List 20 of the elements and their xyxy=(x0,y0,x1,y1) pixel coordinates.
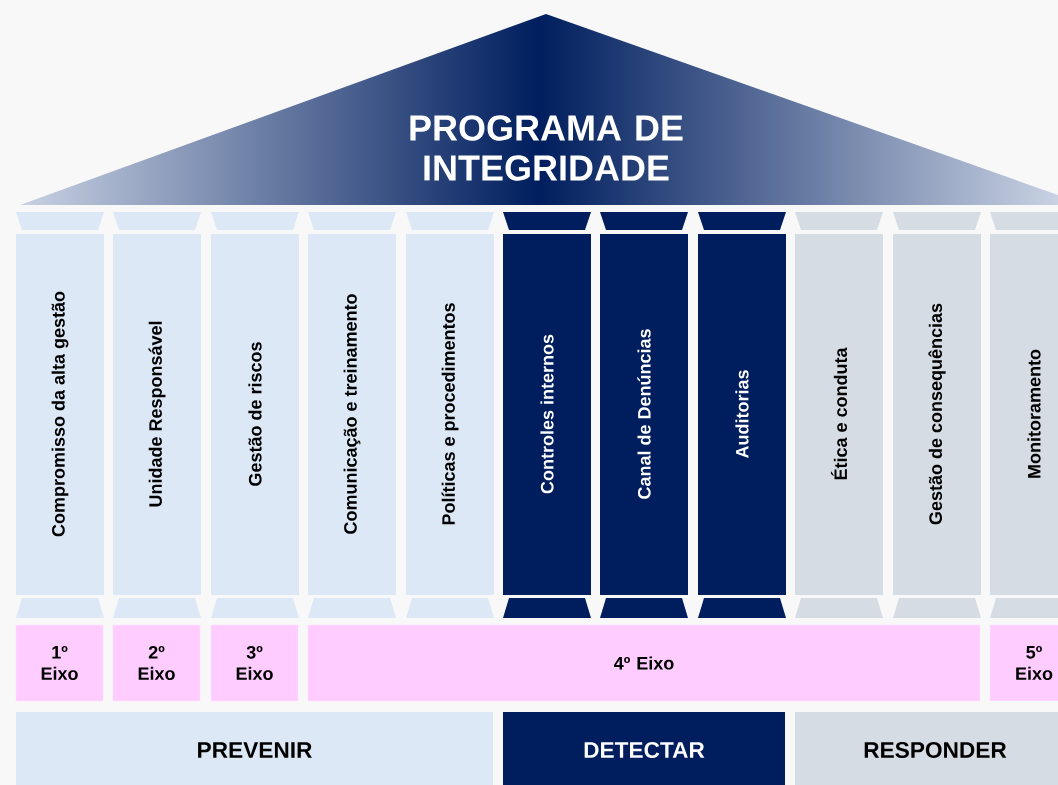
column: Comunicação e treinamento xyxy=(308,212,396,618)
column: Gestão de riscos xyxy=(211,212,299,618)
column: Unidade Responsável xyxy=(113,212,201,618)
column: Monitoramento xyxy=(990,212,1058,618)
column: Auditorias xyxy=(698,212,786,618)
stage-bar: PREVENIR xyxy=(16,712,493,785)
column: Ética e conduta xyxy=(795,212,883,618)
axis-box: 4º Eixo xyxy=(307,624,981,702)
column: Canal de Denúncias xyxy=(600,212,688,618)
column: Políticas e procedimentos xyxy=(406,212,494,618)
axis-box: 2º Eixo xyxy=(112,624,201,702)
stage-bar: DETECTAR xyxy=(503,712,785,785)
axis-box: 3º Eixo xyxy=(210,624,299,702)
stage-bar: RESPONDER xyxy=(795,712,1058,785)
axis-box: 5º Eixo xyxy=(989,624,1058,702)
column: Gestão de consequências xyxy=(893,212,981,618)
column: Compromisso da alta gestão xyxy=(16,212,104,618)
roof: PROGRAMA DE INTEGRIDADE xyxy=(410,115,683,181)
axis-box: 1º Eixo xyxy=(15,624,104,702)
column: Controles internos xyxy=(503,212,591,618)
